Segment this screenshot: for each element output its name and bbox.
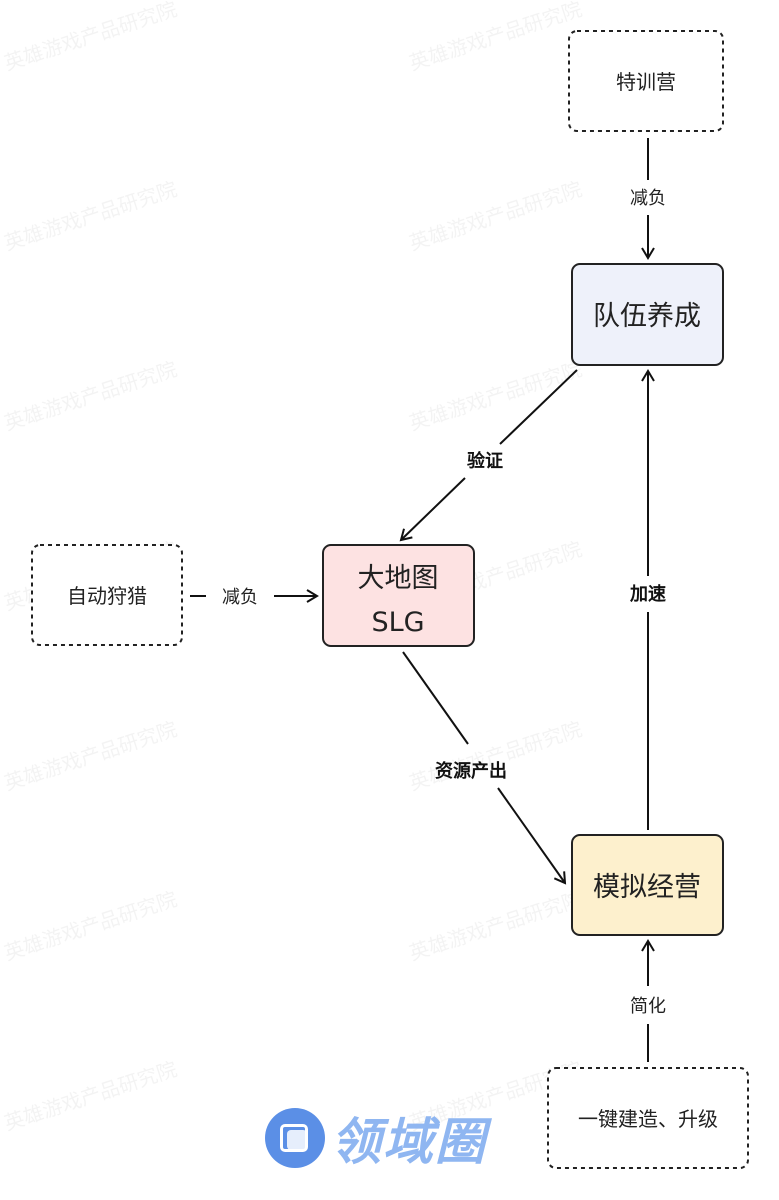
node-label: SLG bbox=[371, 607, 424, 638]
edge-hunt-to-map: 减负 bbox=[190, 587, 319, 608]
node-label: 特训营 bbox=[616, 70, 676, 94]
node-team-building: 队伍养成 bbox=[571, 263, 724, 366]
edge-label: 简化 bbox=[630, 996, 666, 1017]
node-label: 一键建造、升级 bbox=[578, 1107, 718, 1131]
node-label: 自动狩猎 bbox=[67, 584, 147, 608]
node-label: 模拟经营 bbox=[593, 872, 701, 903]
edge-label: 验证 bbox=[467, 450, 503, 472]
edge-team-to-map: 验证 bbox=[399, 369, 578, 542]
edge-map-to-sim: 资源产出 bbox=[402, 651, 567, 885]
node-big-map-slg: 大地图 SLG bbox=[322, 544, 475, 647]
node-sim-management: 模拟经营 bbox=[571, 834, 724, 936]
node-one-click-build: 一键建造、升级 bbox=[547, 1067, 749, 1169]
edge-sim-to-team: 加速 bbox=[629, 369, 666, 830]
logo-icon bbox=[265, 1108, 325, 1168]
node-label: 大地图 bbox=[358, 563, 439, 594]
node-label: 队伍养成 bbox=[593, 301, 701, 332]
node-training-camp: 特训营 bbox=[568, 30, 724, 132]
edge-build-to-sim: 简化 bbox=[630, 939, 666, 1062]
edge-label: 加速 bbox=[629, 583, 666, 605]
node-auto-hunt: 自动狩猎 bbox=[31, 544, 183, 646]
edge-label: 减负 bbox=[222, 587, 258, 608]
logo: 领域圈 bbox=[265, 1105, 487, 1171]
logo-text: 领域圈 bbox=[331, 1113, 487, 1171]
edge-training-to-team: 减负 bbox=[630, 138, 666, 260]
edge-label: 资源产出 bbox=[435, 760, 507, 782]
edge-label: 减负 bbox=[630, 188, 666, 209]
